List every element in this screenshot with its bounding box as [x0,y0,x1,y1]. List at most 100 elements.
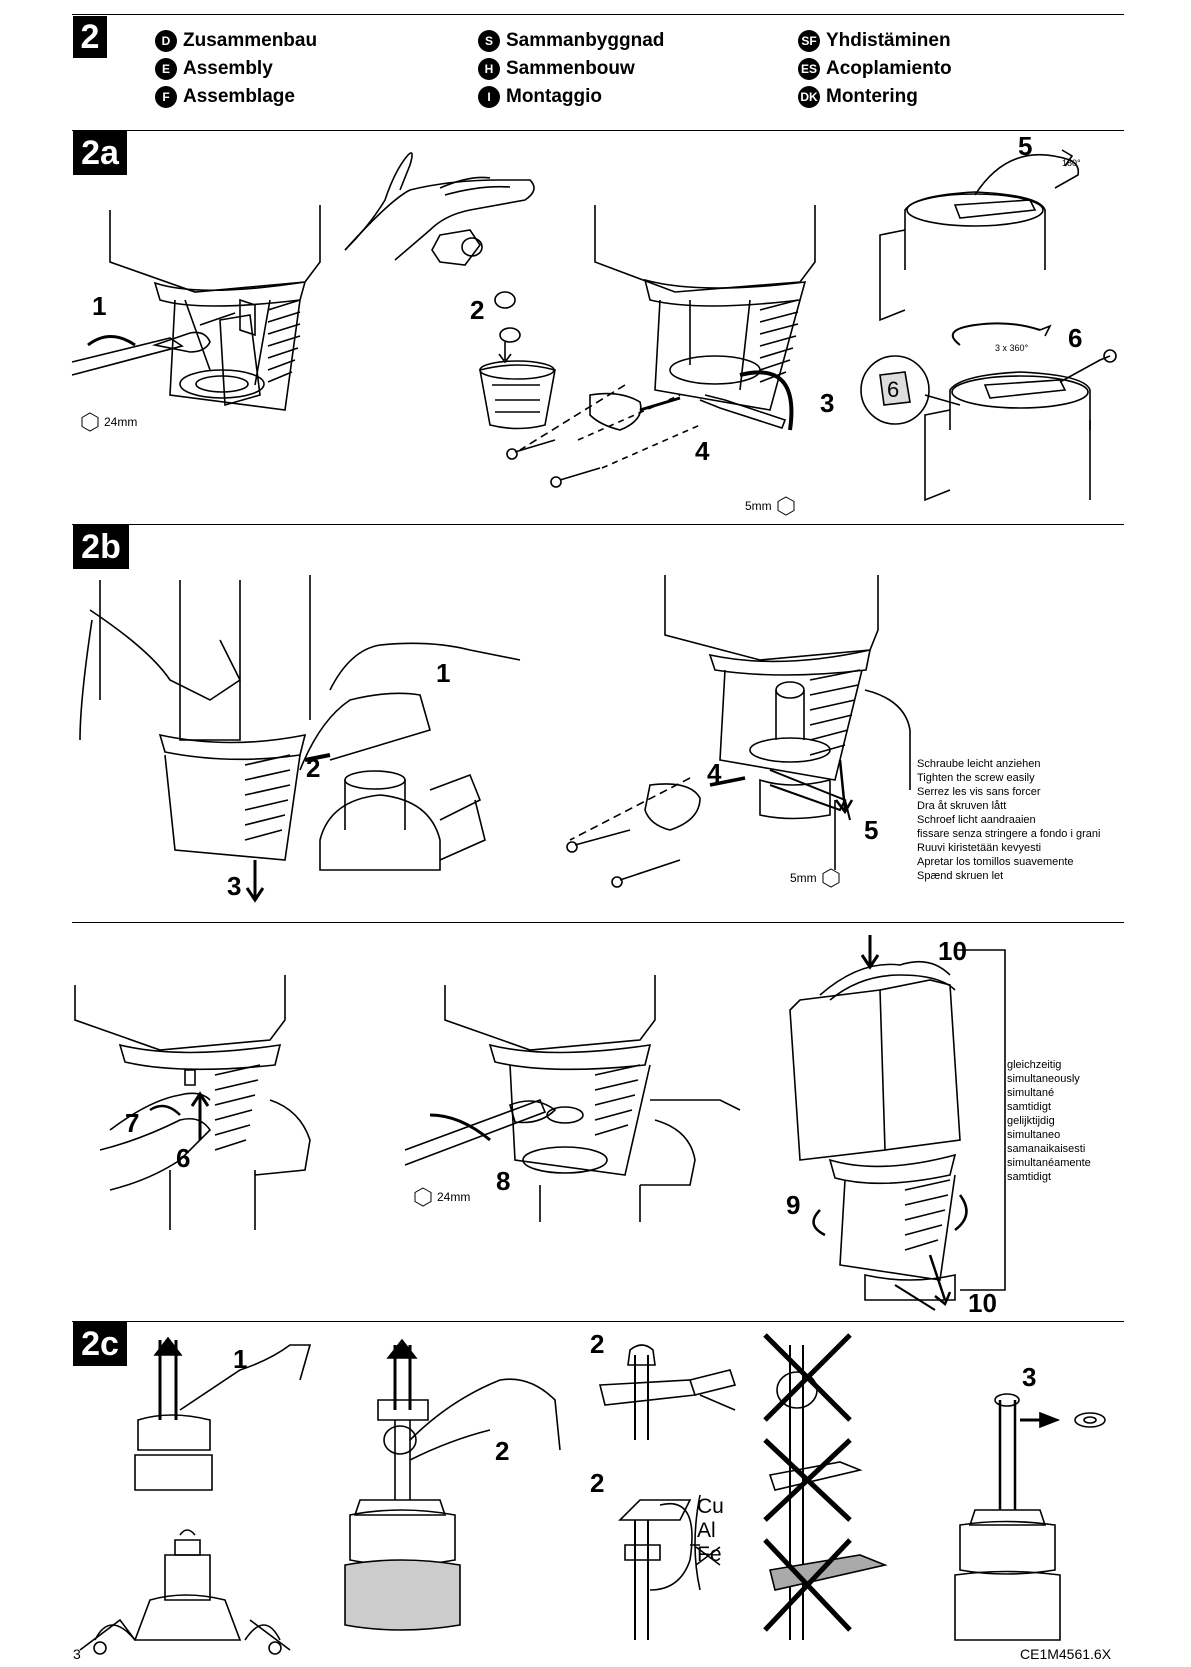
section-2b-badge: 2b [73,525,129,569]
section-2b-rule [72,524,1124,525]
simultaneous-fr: simultané [1007,1087,1055,1099]
wrench-size-2b-label: 24mm [437,1190,471,1204]
section-2c-rule [72,1321,1124,1322]
lang-code-en: E [155,58,177,80]
title-nl: H Sammenbouw [478,58,635,80]
title-it-label: Montaggio [506,86,603,107]
actuator-illustration-2b-5 [790,935,1005,1310]
top-rule [72,14,1124,15]
metal-list: Cu Al Fe [695,1495,724,1567]
wrench-size-2a-label: 24mm [104,415,138,429]
document-id: CE1M4561.6X [1020,1646,1112,1662]
step-2b-6: 6 [176,1143,191,1173]
simultaneous-it: simultaneo [1007,1129,1061,1141]
simultaneous-da: samtidigt [1007,1171,1052,1183]
simultaneous-de: gleichzeitig [1007,1059,1062,1071]
step-2b-10-top: 10 [938,936,967,966]
lang-code-nl: H [478,58,500,80]
simultaneous-en: simultaneously [1007,1073,1080,1085]
hex-key-size-2a: 5mm [745,496,800,516]
title-en-label: Assembly [183,58,273,79]
lang-code-sv: S [478,30,500,52]
tighten-note-da: Spænd skruen let [917,870,1004,882]
dial-number: 6 [887,377,900,402]
metal-al: Al [697,1519,716,1542]
section-2a-badge: 2a [73,131,127,175]
step-2b-2: 2 [306,753,321,783]
rotation-180-label: 180° [1062,158,1081,168]
hex-key-size-2a-label: 5mm [745,499,772,513]
lang-code-de: D [155,30,177,52]
metal-cu: Cu [697,1495,724,1518]
section-2c-badge: 2c [73,1322,127,1366]
lang-code-fi: SF [798,30,820,52]
title-fr-label: Assemblage [183,86,295,107]
lang-code-da: DK [798,86,820,108]
tighten-note-it: fissare senza stringere a fondo i grani [917,828,1101,840]
section-number-badge: 2 [73,16,107,58]
title-de-label: Zusammenbau [183,30,318,51]
section-2b-inner-rule [72,922,1124,923]
step-2b-1: 1 [436,658,451,688]
actuator-top-illustration [861,150,1116,500]
step-2a-5: 5 [1018,131,1033,161]
tighten-note-sv: Dra åt skruven lått [917,800,1007,812]
step-2c-2: 2 [495,1436,510,1466]
actuator-illustration-2b-1 [80,575,520,900]
title-es-label: Acoplamiento [826,58,952,79]
step-2b-8: 8 [496,1166,511,1196]
title-sv-label: Sammanbyggnad [506,30,665,51]
step-2c-2-pliers: 2 [590,1329,605,1359]
tighten-note-fi: Ruuvi kiristetään kevyesti [917,842,1042,854]
step-2b-10-bottom: 10 [968,1288,997,1318]
hand-with-nut-illustration [345,153,555,429]
rotation-360-label: 3 x 360° [995,343,1029,353]
section-2a-rule [72,130,1124,131]
simultaneous-nl: gelijktijdig [1007,1115,1055,1127]
step-2a-3: 3 [820,388,835,418]
lang-code-es: ES [798,58,820,80]
title-fr: F Assemblage [155,86,295,108]
title-fi-label: Yhdistäminen [826,30,951,51]
stem-removal-illustration-2 [345,1340,560,1630]
tighten-note-nl: Schroef licht aandraaien [917,814,1036,826]
hex-icon [822,868,840,888]
hex-icon [777,496,795,516]
cross-icon [695,1546,721,1566]
title-it: I Montaggio [478,86,602,108]
stem-removal-illustration-1 [80,1338,310,1654]
tighten-note: Schraube leicht anziehen Tighten the scr… [917,757,1100,883]
step-2c-3: 3 [1022,1362,1037,1392]
step-2c-2-file: 2 [590,1468,605,1498]
step-2b-3: 3 [227,871,242,901]
actuator-illustration-2a-2 [507,205,815,487]
step-2b-4: 4 [707,758,722,788]
title-sv: S Sammanbyggnad [478,30,664,52]
step-2a-6: 6 [1068,323,1083,353]
hex-icon [81,412,99,432]
simultaneous-es: simultanéamente [1007,1157,1091,1169]
actuator-illustration-2b-3 [75,975,310,1230]
title-de: D Zusammenbau [155,30,317,52]
hex-key-size-2b-label: 5mm [790,871,817,885]
step-2c-1: 1 [233,1344,248,1374]
actuator-illustration-2a-1 [72,205,320,410]
step-2a-4: 4 [695,436,710,466]
stem-tool-illustrations [600,1335,885,1640]
simultaneous-note: gleichzeitig simultaneously simultané sa… [1007,1058,1091,1184]
step-2b-9: 9 [786,1190,801,1220]
stem-washer-illustration [955,1394,1105,1640]
hex-icon [414,1187,432,1207]
step-2a-2: 2 [470,295,485,325]
page-number: 3 [73,1646,81,1662]
title-nl-label: Sammenbouw [506,58,635,79]
actuator-illustration-2b-4 [405,975,740,1222]
tighten-note-de: Schraube leicht anziehen [917,758,1041,770]
lang-code-fr: F [155,86,177,108]
metal-fe-crossed: Fe [695,1543,722,1567]
step-2b-5: 5 [864,815,879,845]
